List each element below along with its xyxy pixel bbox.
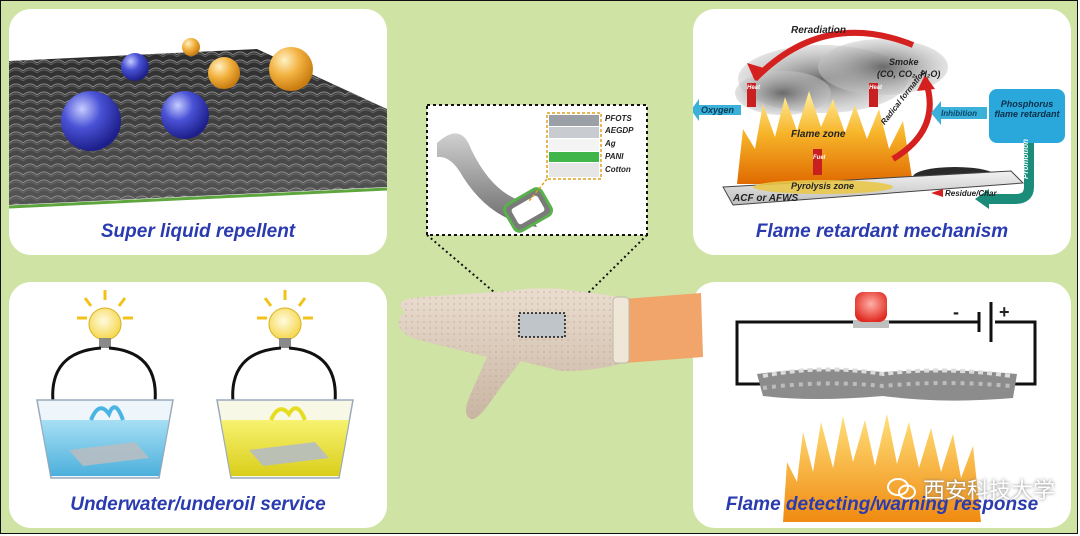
label-layer-ag: Ag: [605, 139, 616, 148]
alarm-lamp-icon: [855, 292, 887, 322]
caption-flame-detecting-warning: Flame detecting/warning response: [725, 494, 1039, 515]
circuit-wire: [735, 320, 853, 386]
panel-underwater-underoil-service: Underwater/underoil service: [9, 282, 387, 528]
label-heat: Heat: [747, 85, 761, 91]
circuit-wire: [995, 320, 1037, 386]
label-layer-cotton: Cotton: [605, 165, 631, 174]
flame-mechanism-diagram: [693, 29, 1065, 209]
oxygen-arrow: [693, 99, 741, 121]
forearm: [623, 293, 703, 363]
caption-super-liquid-repellent: Super liquid repellent: [100, 221, 296, 242]
phosphorus-box: [989, 89, 1065, 143]
layer-pani: [549, 152, 599, 162]
water-droplet: [161, 91, 209, 139]
layer-pfots: [549, 115, 599, 126]
flame-sensor-circuit: [735, 292, 1037, 522]
panel-super-liquid-repellent: Super liquid repellent: [9, 9, 387, 255]
pyrolysis-zone: [753, 180, 893, 194]
sensor-patch: [518, 312, 566, 338]
label-inhibition: Inhibition: [941, 109, 977, 118]
label-oxygen: Oxygen: [701, 105, 735, 115]
panel-flame-retardant-mechanism: Reradiation Smoke (CO, CO₂, H₂O) Oxygen …: [693, 9, 1071, 255]
bulb-circuit-illustration: [36, 290, 354, 479]
layer-ag: [549, 139, 599, 151]
oil-droplet: [269, 47, 313, 91]
label-smoke-formula: (CO, CO₂, H₂O): [877, 69, 941, 79]
fuel-arrow: [813, 149, 822, 175]
flame-zone: [737, 91, 913, 184]
battery-minus-label: -: [953, 302, 959, 322]
caption-underwater-underoil-service: Underwater/underoil service: [70, 494, 326, 515]
label-reradiation: Reradiation: [791, 25, 847, 36]
watermark-text: 西安科技大学: [922, 478, 1055, 503]
wechat-icon: [886, 478, 916, 500]
label-acf-or-afws: ACF or AFWS: [733, 193, 799, 204]
label-smoke: Smoke: [889, 57, 919, 67]
layer-aegdp: [549, 127, 599, 138]
fabric-droplets-illustration: [9, 38, 387, 209]
label-flame-zone: Flame zone: [791, 129, 846, 140]
flame-icon: [783, 414, 981, 522]
label-pyrolysis-zone: Pyrolysis zone: [791, 181, 855, 191]
caption-flame-retardant-mechanism: Flame retardant mechanism: [755, 221, 1009, 242]
label-fuel: Fuel: [813, 155, 826, 161]
sensor-fabric: [757, 369, 1017, 401]
label-layer-pani: PANI: [605, 152, 624, 161]
label-phosphorus-flame-retardant: Phosphorus flame retardant: [994, 99, 1060, 119]
label-layer-aegdp: AEGDP: [605, 126, 634, 135]
label-layer-pfots: PFOTS: [605, 114, 632, 123]
water-droplet: [61, 91, 121, 151]
water-droplet: [121, 53, 149, 81]
oil-beaker-setup: [216, 290, 354, 479]
heat-arrow: [869, 83, 878, 107]
battery-plus-label: +: [999, 302, 1010, 322]
promotion-arrow: [989, 143, 1034, 204]
label-heat: Heat: [869, 85, 883, 91]
layer-cotton: [549, 163, 599, 177]
label-residue-char: Residue/Char: [945, 189, 997, 198]
heat-arrow: [747, 83, 756, 107]
oil-droplet: [208, 57, 240, 89]
inhibition-arrow: [931, 101, 987, 125]
oil-droplet: [182, 38, 200, 56]
water-beaker-setup: [36, 290, 174, 479]
panel-flame-detecting-warning: - + Flame detecting/warning response: [693, 282, 1071, 528]
watermark: 西安科技大学: [886, 473, 1055, 505]
reradiation-arrow: [752, 29, 915, 82]
